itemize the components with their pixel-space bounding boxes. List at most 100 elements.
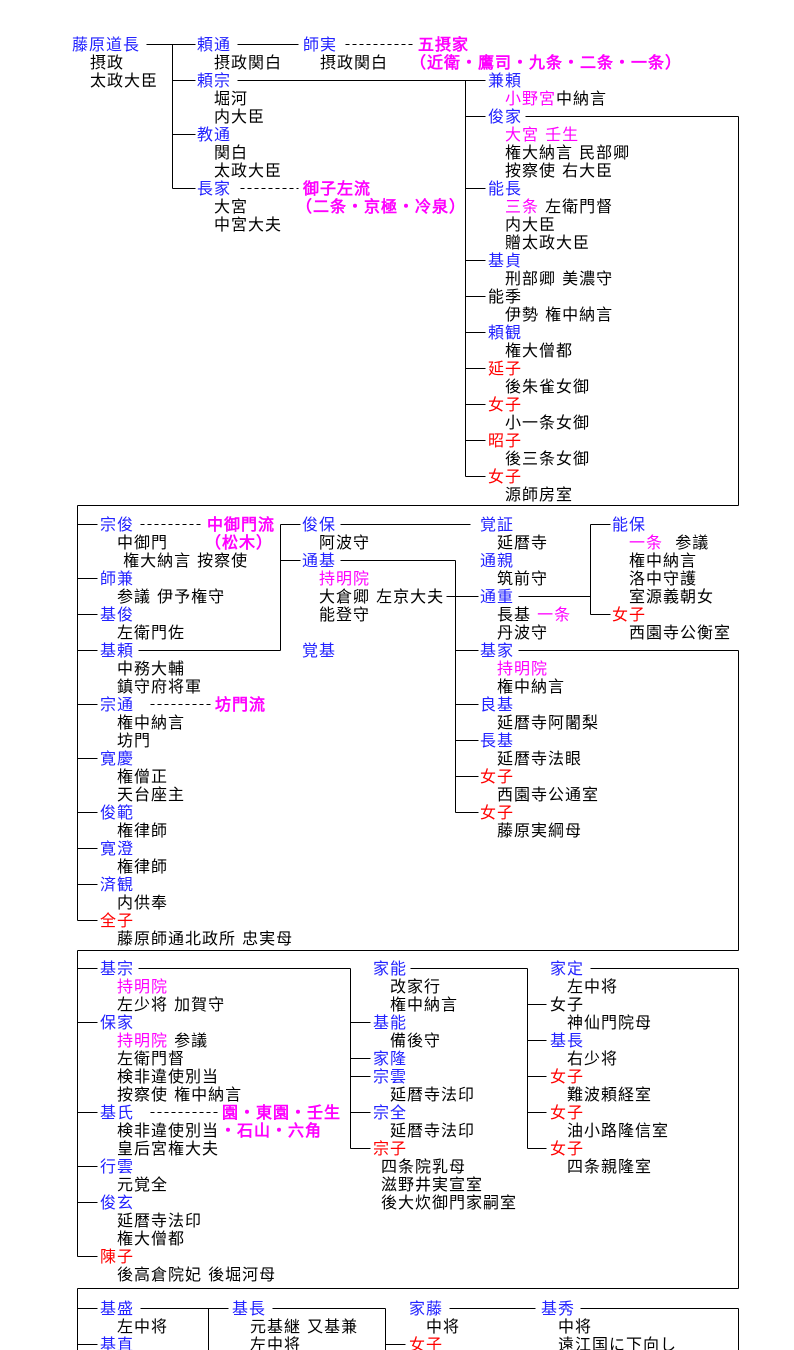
title-text: 四条親隆室 (567, 1157, 653, 1176)
person-title-line: 参議 伊予権守 (100, 588, 225, 606)
person-motoyoshi: 基能備後守 (373, 1014, 441, 1050)
person-nagamoto: 長基延暦寺法眼 (480, 732, 582, 768)
person-title-line: 堀河 (197, 90, 265, 108)
person-motonaga2: 基長右少将 (550, 1032, 618, 1068)
person-title-line: 内大臣 (197, 108, 265, 126)
person-title-line: 西園寺公通室 (480, 786, 599, 804)
person-name: 通重 (480, 587, 515, 606)
person-name: 保家 (100, 1013, 135, 1032)
person-nyoshi9: 女子四条親隆室 (550, 1140, 652, 1176)
person-name: 通親 (480, 551, 515, 570)
title-text: 右少将 (567, 1049, 619, 1068)
person-name: 基直 (100, 1335, 135, 1350)
title-text: 検非違使別当 (117, 1067, 220, 1086)
person-name: 女子 (612, 605, 647, 624)
person-title-line: 丹波守 (480, 624, 571, 642)
title-text: 延暦寺 (497, 533, 549, 552)
person-title-line: 大宮 (197, 198, 282, 216)
person-kakusho: 覚証延暦寺 (480, 516, 548, 552)
title-text: 参議 (663, 533, 710, 552)
title-text: 権中納言 (629, 551, 698, 570)
person-michichika: 通親筑前守 (480, 552, 548, 588)
person-ieyoshi: 家能改家行権中納言 (373, 960, 458, 1014)
person-name: 基長 (550, 1031, 585, 1050)
branch-label-mikohidari: 御子左流 (303, 179, 372, 198)
person-name: 能季 (488, 287, 523, 306)
title-text: 左中将 (250, 1335, 302, 1350)
person-ieto: 家藤中将 (409, 1300, 460, 1336)
title-text: 摂政関白 (214, 53, 283, 72)
person-title-line: 権中納言 (480, 678, 565, 696)
title-text: 後大炊御門家嗣室 (381, 1193, 518, 1212)
person-name: 宗雲 (373, 1067, 408, 1086)
person-title-line: 左衛門佐 (100, 624, 185, 642)
person-title-line: 源師房室 (488, 486, 573, 504)
person-name: 行雲 (100, 1157, 135, 1176)
title-text: 参議 伊予権守 (117, 587, 226, 606)
person-yasuie: 保家持明院 参議左衛門督検非違使別当按察使 権中納言 (100, 1014, 242, 1104)
title-text: 延暦寺法印 (117, 1211, 203, 1230)
person-title-line: 摂政関白 (303, 54, 388, 72)
title-text: 藤原師通北政所 忠実母 (117, 929, 294, 948)
title-text: 中将 (558, 1317, 593, 1336)
person-title-line: 難波頼経室 (550, 1086, 652, 1104)
person-mototoshi: 基俊左衛門佐 (100, 606, 185, 642)
person-title-line: 太政大臣 (197, 162, 282, 180)
title-text: 後高倉院妃 後堀河母 (117, 1265, 277, 1284)
title-text: 長基 (497, 605, 538, 624)
title-text: 権大納言 民部卿 (505, 143, 631, 162)
title-text: 大倉卿 左京大夫 (319, 587, 445, 606)
title-text: 権中納言 (497, 677, 566, 696)
title-text: 坊門 (117, 731, 152, 750)
person-title-line: 権律師 (100, 822, 168, 840)
branch-label-sono: 園・東園・壬生 (222, 1103, 342, 1122)
person-title-line: 延暦寺法印 (373, 1086, 475, 1104)
title-text: 持明院 (117, 977, 169, 996)
title-text: 左衛門督 (539, 197, 614, 216)
person-title-line: 皇后宮権大夫 (100, 1140, 219, 1158)
person-name: 基俊 (100, 605, 135, 624)
person-title-line: 持明院 (302, 570, 444, 588)
title-text: 権大納言 按察使 (117, 551, 249, 570)
person-name: 能長 (488, 179, 523, 198)
person-name: 女子 (550, 1067, 585, 1086)
person-title-line: 滋野井実宣室 (373, 1176, 517, 1194)
person-kankei: 寛慶権僧正天台座主 (100, 750, 185, 804)
title-text: 元基継 又基兼 (250, 1317, 359, 1336)
person-title-line: 藤原師通北政所 忠実母 (100, 930, 293, 948)
branch-label-bomon: 坊門流 (215, 695, 267, 714)
person-name: 能保 (612, 515, 647, 534)
person-title-line: 内供奉 (100, 894, 168, 912)
person-motomori: 基盛左中将 (100, 1300, 168, 1336)
person-name: 藤原道長 (72, 35, 141, 54)
person-name: 通基 (302, 551, 337, 570)
person-motosada: 基貞刑部卿 美濃守 (488, 252, 613, 288)
person-gyoun: 行雲元覚全 (100, 1158, 168, 1194)
person-title-line: 検非違使別当 (100, 1122, 219, 1140)
person-motomune: 基宗持明院左少将 加賀守 (100, 960, 225, 1014)
person-name: 良基 (480, 695, 515, 714)
person-title-line: 持明院 (100, 978, 225, 996)
person-title-line: 延暦寺阿闍梨 (480, 714, 599, 732)
person-title-line: 藤原実綱母 (480, 822, 582, 840)
person-name: 俊家 (488, 107, 523, 126)
person-name: 基秀 (541, 1299, 576, 1318)
person-yoshiyasu: 能保一条 参議権中納言洛中守護室源義朝女 (612, 516, 714, 606)
person-name: 宗全 (373, 1103, 408, 1122)
title-text: 左中将 (117, 1317, 169, 1336)
title-text: 内大臣 (214, 107, 266, 126)
person-title-line: 坊門 (100, 732, 185, 750)
person-muneun: 宗雲延暦寺法印 (373, 1068, 475, 1104)
person-motouji: 基氏検非違使別当皇后宮権大夫 (100, 1104, 219, 1158)
title-text: 源師房室 (505, 485, 574, 504)
person-title-line: 内大臣 (488, 216, 613, 234)
person-nyoshi2: 女子源師房室 (488, 468, 573, 504)
branch-label-gosekke_sub: （近衛・鷹司・九条・二条・一条） (410, 53, 683, 72)
title-text: 中御門 (117, 533, 169, 552)
title-text: 神仙門院母 (567, 1013, 653, 1032)
person-title-line: 按察使 権中納言 (100, 1086, 242, 1104)
title-text: 按察使 権中納言 (117, 1085, 243, 1104)
title-text: 西園寺公通室 (497, 785, 600, 804)
person-nyoshi1: 女子小一条女御 (488, 396, 590, 432)
person-title-line: 権大僧都 (488, 342, 573, 360)
